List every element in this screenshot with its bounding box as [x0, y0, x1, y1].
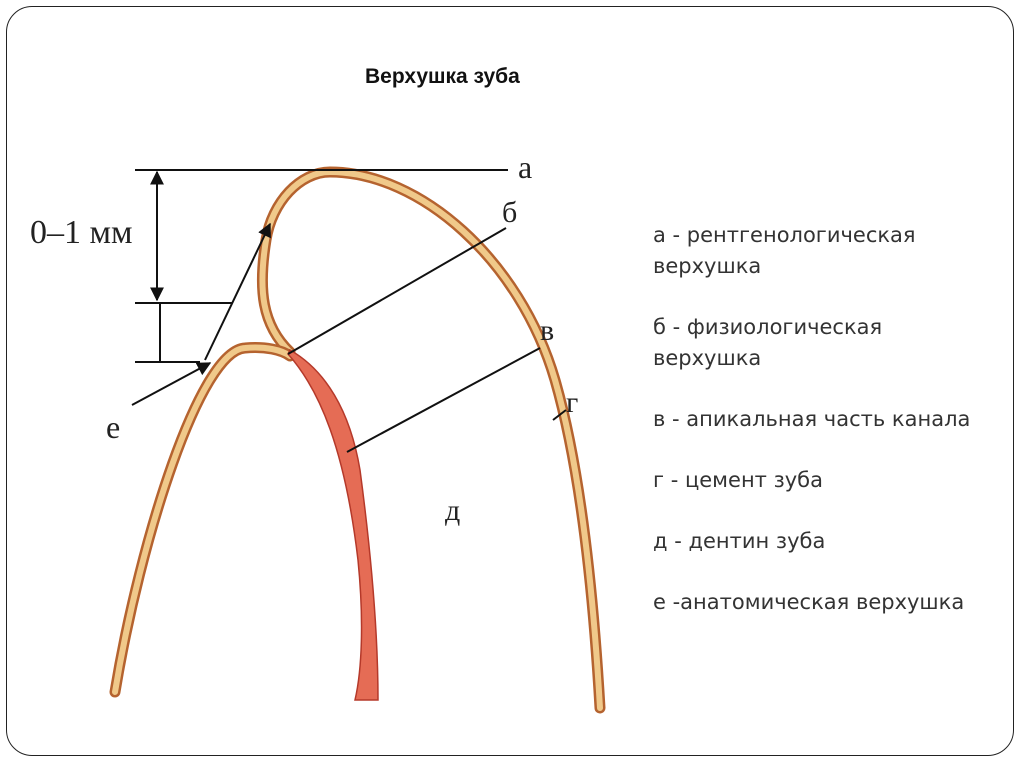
- pointer-e: [131, 362, 212, 406]
- pointer-g: [552, 409, 567, 421]
- label-v: в: [540, 314, 554, 347]
- legend-item-v: в - апикальная часть канала: [653, 407, 971, 431]
- pointer-b: [287, 227, 507, 355]
- slide-frame: [6, 6, 1014, 756]
- label-b: б: [502, 196, 517, 229]
- legend-item-e: е -анатомическая верхушка: [653, 590, 965, 614]
- legend-item-d: д - дентин зуба: [653, 529, 826, 553]
- label-a: а: [518, 149, 532, 185]
- legend-item-a: а - рентгенологическая верхушка: [653, 223, 916, 278]
- legend: а - рентгенологическая верхушка б - физи…: [653, 220, 983, 648]
- apical-canal: [287, 348, 379, 701]
- pointer-v: [346, 347, 541, 453]
- label-d: д: [445, 494, 460, 527]
- label-g: г: [566, 386, 578, 419]
- slide-title: Верхушка зуба: [365, 65, 520, 88]
- legend-item-g: г - цемент зуба: [653, 468, 823, 492]
- label-e: е: [106, 409, 120, 445]
- cementum-outer-layer: [256, 166, 606, 714]
- legend-item-b: б - физиологическая верхушка: [653, 315, 883, 370]
- measure-label: 0–1 мм: [30, 214, 133, 251]
- pointer-e-upper: [204, 222, 271, 361]
